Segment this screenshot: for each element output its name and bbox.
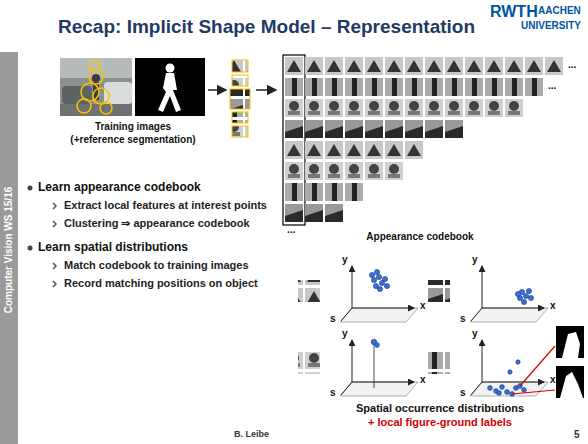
figure-caption: + local figure-ground labels [368,416,512,429]
sub-bullet-text: Record matching positions on object [64,277,258,290]
logo-text: UNIVERSITY [521,20,581,32]
sidebar-text: Computer Vision WS 15/16 [3,187,15,314]
sub-bullet-text: Match codebook to training images [64,259,249,272]
figure-caption: Spatial occurrence distributions [356,402,524,415]
axis-label: x [420,374,426,386]
logo-text: AACHEN [538,5,581,17]
ellipsis: ... [568,59,576,71]
sub-bullet-text: Clustering ⇒ appearance codebook [64,217,250,230]
image-caption: Training images [95,121,171,133]
author-footer: B. Leibe [234,429,269,440]
logo-text: RWTH [490,2,538,21]
image-caption: (+reference segmentation) [70,134,195,146]
axis-label: y [472,328,478,340]
slide-title: Recap: Implicit Shape Model – Representa… [58,16,475,39]
axis-label: s [460,313,466,325]
axis-label: s [330,387,336,399]
axis-label: x [550,374,556,386]
axis-label: s [460,387,466,399]
axis-label: x [420,300,426,312]
axis-label: s [330,313,336,325]
ellipsis: ... [548,80,556,92]
bullet-text: Learn appearance codebook [38,180,201,194]
axis-label: y [472,254,478,266]
section-label: Appearance codebook [366,231,473,243]
bullet-text: Learn spatial distributions [38,240,188,254]
sub-bullet-text: Extract local features at interest point… [64,199,267,212]
axis-label: y [342,254,348,266]
page-number: 5 [574,429,580,441]
axis-label: x [550,300,556,312]
axis-label: y [342,328,348,340]
ellipsis: ... [287,224,295,236]
